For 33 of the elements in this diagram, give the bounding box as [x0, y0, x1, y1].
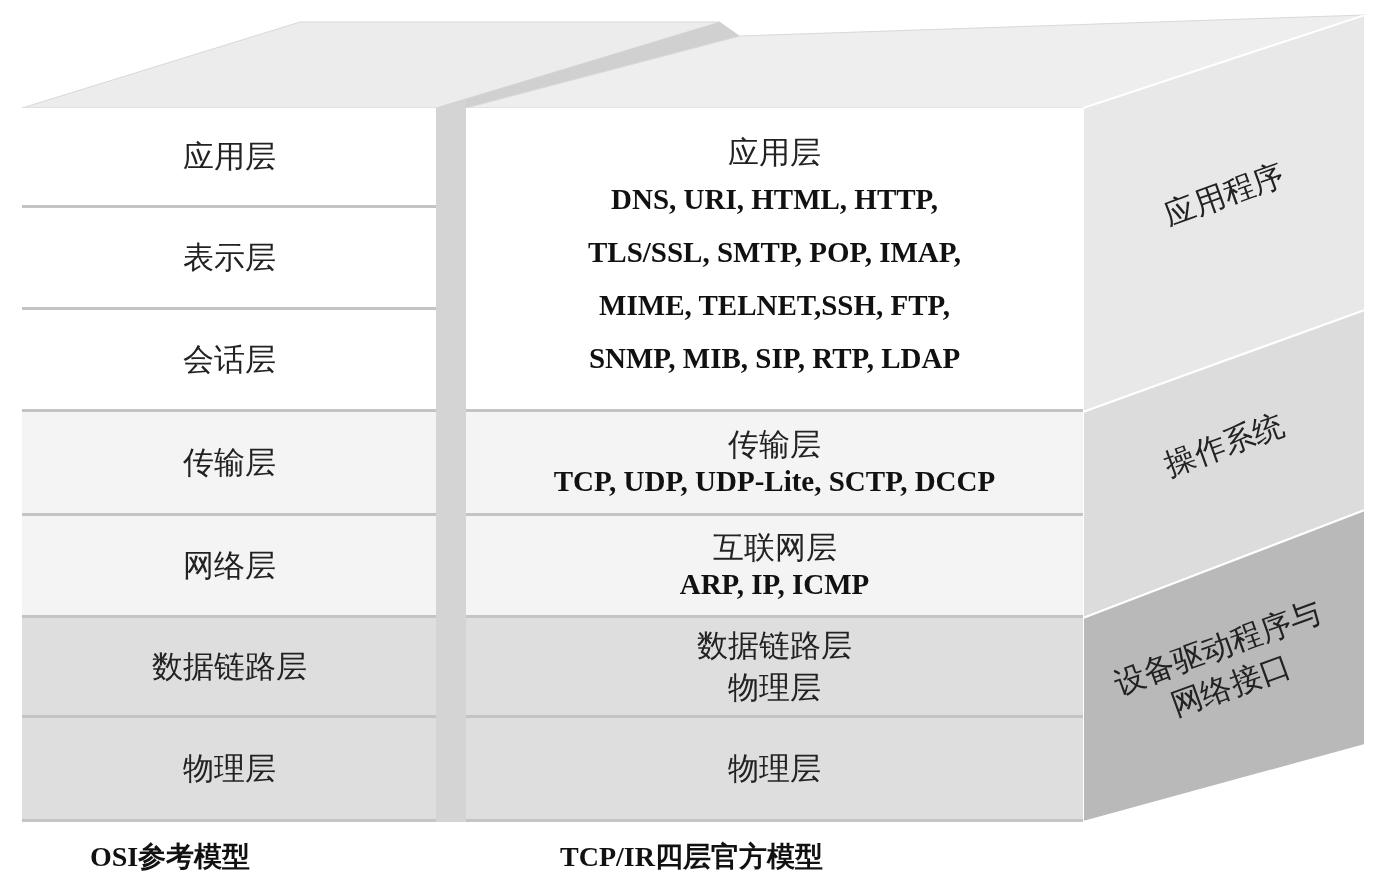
- layer-name: 物理层: [728, 748, 821, 788]
- side-label: 应用程序: [1158, 154, 1290, 234]
- layer-name: 数据链路层: [697, 625, 852, 665]
- layer-box: [466, 718, 1083, 822]
- layer-name: 传输层: [728, 425, 821, 463]
- layer-box: [22, 618, 436, 718]
- side-label: 操作系统: [1158, 404, 1290, 485]
- layer-name: 物理层: [182, 748, 276, 788]
- protocol-list: TCP, UDP, UDP-Lite, SCTP, DCCP: [553, 462, 996, 500]
- model-caption: TCP/IR四层官方模型: [560, 840, 823, 874]
- layer-name: 应用层: [728, 132, 821, 172]
- layer-name: 物理层: [728, 667, 821, 707]
- side-face: [1083, 15, 1365, 412]
- layer-box: [22, 108, 436, 208]
- model-caption: OSI参考模型: [90, 840, 251, 874]
- protocol-list: DNS, URI, HTML, HTTP, TLS/SSL, SMTP, POP, IMAP, MIME, TELNET,SSH, FTP, SNMP, MIB, SIP, RTP, LDAP: [564, 173, 985, 386]
- layer-box: [466, 108, 1083, 412]
- layer-name: 应用层: [182, 136, 276, 176]
- layer-name: 网络层: [182, 545, 276, 585]
- side-label: 设备驱动程序与网络接口: [1107, 592, 1327, 726]
- layer-name: 会话层: [182, 339, 276, 379]
- side-face: [1083, 510, 1365, 822]
- layer-name: 数据链路层: [151, 646, 307, 686]
- layer-box: [22, 516, 436, 618]
- layer-box: [466, 412, 1083, 516]
- layer-name: 表示层: [182, 237, 276, 277]
- protocol-list: ARP, IP, ICMP: [679, 565, 870, 603]
- layer-box: [466, 516, 1083, 618]
- layer-box: [22, 718, 436, 822]
- layer-box: [22, 412, 436, 516]
- layer-name: 互联网层: [712, 528, 837, 566]
- layer-box: [466, 618, 1083, 718]
- layer-name: 传输层: [182, 442, 276, 482]
